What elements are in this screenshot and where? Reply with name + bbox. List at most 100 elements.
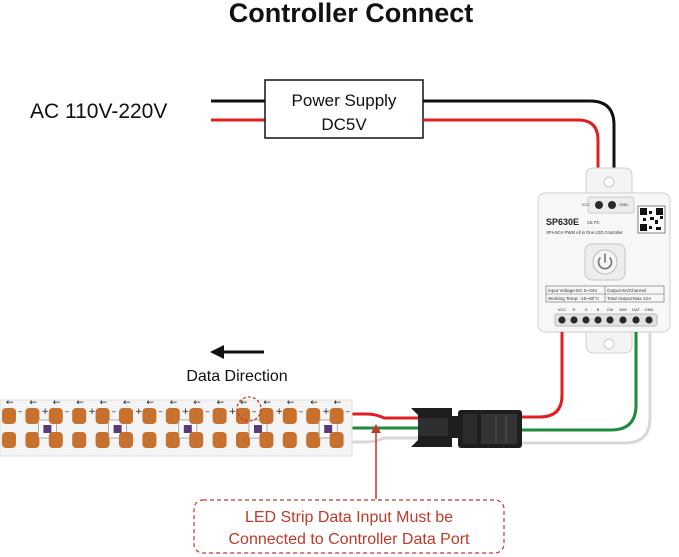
port-labels: VCC R G B CW WW DAT GND: [558, 307, 654, 312]
strip-arrow-mark: ←: [76, 398, 84, 408]
strip-wires: [346, 412, 418, 444]
copper-pad: [25, 432, 40, 448]
led-chip-core: [254, 425, 262, 433]
polarity-mark: +: [88, 407, 96, 417]
power-icon: [597, 257, 613, 270]
controller: VCC GND SP630E CE FC SPI+5CH PWM All in …: [537, 167, 671, 354]
copper-pad: [72, 432, 87, 448]
polarity-mark: –: [205, 407, 210, 417]
note-line-1: LED Strip Data Input Must be: [245, 509, 453, 526]
led-chip-core: [113, 425, 122, 433]
copper-pad: [282, 408, 297, 424]
strip-arrow-mark: ←: [217, 398, 225, 408]
diagram-title: Controller Connect: [229, 0, 474, 28]
led-chip-core: [43, 425, 52, 433]
strip-arrow-mark: ←: [287, 398, 295, 408]
strip-arrow-mark: ←: [146, 398, 154, 408]
copper-pad: [72, 408, 87, 424]
polarity-mark: +: [275, 407, 283, 417]
polarity-mark: –: [252, 407, 257, 417]
spec-table: Input Voltage:DC 5~24V Output:6A/Channel…: [545, 285, 665, 303]
copper-pad: [329, 432, 344, 448]
polarity-mark: +: [135, 407, 143, 417]
polarity-mark: –: [158, 407, 163, 417]
polarity-mark: +: [41, 407, 49, 417]
copper-pad: [142, 408, 157, 424]
power-supply-voltage: DC5V: [321, 115, 367, 134]
strip-arrow-mark: ←: [263, 398, 271, 408]
data-direction: Data Direction: [186, 345, 288, 385]
power-supply: Power Supply DC5V: [264, 79, 424, 139]
copper-pad: [2, 432, 16, 448]
spec-working-temp: Working Temp: -15~60°C: [548, 296, 600, 301]
strip-arrow-mark: ←: [193, 398, 201, 408]
polarity-mark: –: [65, 407, 70, 417]
top-port-gnd: GND: [619, 202, 628, 207]
strip-arrow-mark: ←: [240, 398, 248, 408]
copper-pad: [306, 432, 321, 448]
copper-pad: [259, 432, 274, 448]
polarity-mark: +: [182, 407, 190, 417]
spec-total-output: Total Output:Max 12A: [607, 296, 652, 301]
copper-pad: [189, 432, 204, 448]
port-label-g: G: [584, 307, 587, 312]
copper-pad: [25, 408, 40, 424]
copper-pad: [212, 432, 227, 448]
port-label-dat: DAT: [632, 307, 640, 312]
copper-pad: [119, 408, 133, 424]
note-box: LED Strip Data Input Must be Connected t…: [193, 499, 505, 554]
strip-arrow-mark: ←: [170, 398, 178, 408]
strip-arrow-mark: ←: [53, 398, 61, 408]
strip-arrow-mark: ←: [6, 398, 14, 408]
port-label-ww: WW: [619, 307, 627, 312]
copper-pad: [119, 432, 133, 448]
arrow-head: [210, 345, 224, 359]
copper-pad: [236, 408, 250, 424]
copper-pad: [48, 432, 63, 448]
data-pad-highlight: [236, 396, 262, 422]
mount-hole-bottom: [603, 338, 615, 350]
polarity-mark: –: [18, 407, 23, 417]
polarity-mark: –: [299, 407, 304, 417]
power-button[interactable]: [584, 243, 626, 281]
copper-pad: [142, 432, 157, 448]
led-chip-core: [324, 425, 333, 433]
strip-arrow-mark: ←: [334, 398, 342, 408]
copper-pad: [236, 432, 250, 448]
copper-pad: [95, 408, 110, 424]
copper-pad: [282, 432, 297, 448]
port-label-b: B: [597, 307, 600, 312]
polarity-mark: –: [112, 407, 117, 417]
spec-output: Output:6A/Channel: [607, 288, 646, 293]
controller-output-wires: [522, 332, 652, 445]
spec-input-voltage: Input Voltage:DC 5~24V: [548, 288, 598, 293]
strip-arrow-mark: ←: [123, 398, 131, 408]
top-port-vcc: VCC: [582, 202, 591, 207]
power-supply-label: Power Supply: [292, 91, 397, 110]
port-label-r: R: [573, 307, 576, 312]
copper-pad: [165, 432, 180, 448]
port-label-vcc: VCC: [558, 307, 567, 312]
strip-connector: [411, 408, 522, 448]
note-pointer: [371, 424, 381, 499]
copper-pad: [329, 408, 344, 424]
controller-model: SP630E: [546, 217, 579, 227]
polarity-mark: +: [322, 407, 330, 417]
note-line-2: Connected to Controller Data Port: [228, 531, 470, 548]
terminal-block: [554, 313, 658, 327]
copper-pad: [259, 408, 274, 424]
dc-wires: [423, 99, 616, 196]
mount-hole-top: [603, 176, 615, 188]
strip-arrow-mark: ←: [310, 398, 318, 408]
qr-code: [637, 205, 666, 234]
copper-pad: [2, 408, 16, 424]
port-label-cw: CW: [607, 307, 614, 312]
polarity-mark: –: [346, 407, 351, 417]
copper-pad: [306, 408, 321, 424]
ac-wires: [211, 99, 265, 122]
copper-pad: [212, 408, 227, 424]
controller-subtitle: SPI+5CH PWM All in One LED Controller: [546, 230, 623, 235]
led-units: –←+←–←+←–←+←–←+←–←+←–←+←–←+←–←: [2, 398, 351, 448]
ac-input-label: AC 110V-220V: [30, 100, 167, 123]
